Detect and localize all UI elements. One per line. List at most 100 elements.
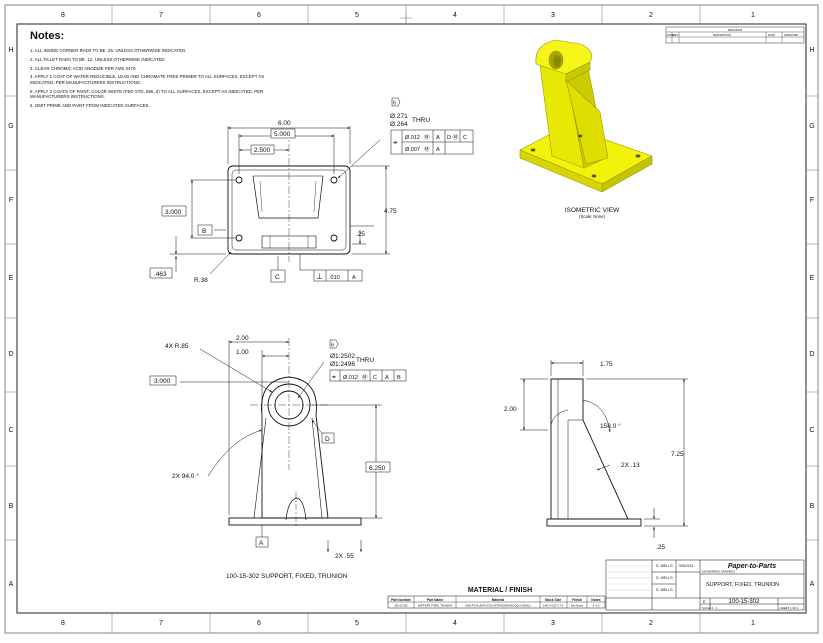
note-item: 6. OMIT PRIME AND PAINT FROM INDICATED S… [30,103,150,109]
checked-by: D. WELLS [656,576,673,580]
note-item: 5. APPLY 2 COATS OF PAINT, COLOR WHITE (… [30,88,264,100]
row-label: C [809,427,814,434]
zone-ticks [5,5,818,633]
datum-d: D [325,436,330,443]
fcf-datum: D Ⓜ [447,133,459,141]
iso-hole [635,154,641,158]
scale: SCALE 1 : 1 [702,606,718,610]
side-view-labels: 1.75 2.00 158.0 ° 7.25 2X .13 .25 [504,361,684,551]
front-view-outline [261,376,329,519]
material-cell: See Notes [571,604,584,608]
col-label: 8 [61,12,65,19]
col-label: 1 [751,12,755,19]
mount-hole [330,176,338,184]
iso-scale: (Scale: None) [579,214,605,219]
col-label: 1 [751,620,755,627]
dim-2x-13: 2X .13 [621,462,640,469]
row-label: D [8,351,13,358]
mount-hole [330,234,338,242]
fcf-tol: Ø.012 [343,375,358,381]
front-view-slot [285,497,307,521]
iso-head [535,39,592,75]
fcf-datum: A [385,375,389,381]
row-label: G [8,123,13,130]
dim-158: 158.0 ° [600,422,621,430]
front-view-base [228,517,362,526]
position-symbol: ⌖ [332,374,336,381]
dim-2-500: 2.500 [254,147,271,154]
perp-datum: A [352,275,356,281]
dim-7-25: 7.25 [671,451,684,458]
dim-3-000-front: 3.000 [154,378,171,385]
notes-block: Notes: 1. ALL INSIDE CORNER RADII TO BE … [30,30,270,112]
row-label: B [9,503,14,510]
company-name: Paper-to-Parts [728,563,776,570]
col-label: 7 [159,620,163,627]
material-cell: 5.00 X 6.00 X 7.5 [543,604,564,608]
fcf-datum: A [436,135,440,141]
note-item: 1. ALL INSIDE CORNER RADII TO BE .25, UN… [30,48,187,53]
drawn-date: 9/25/2013 [679,564,693,568]
front-view-labels: 4X R.85 2.00 1.00 3.000 6.250 2X 94.0 ° … [149,335,407,580]
fcf-datum: C [463,135,467,141]
material-header: Finish [572,598,582,602]
rev-header: REV [673,33,679,37]
bore-position-fcf [329,369,407,382]
material-cell: SUPPORT, FIXED, TRUNION [418,604,453,608]
datum-b: B [202,228,206,235]
top-view-labels: 6.00 5.000 2.500 3.000 4.75 .25 .463 R.3… [149,97,474,284]
iso-hole [577,134,583,138]
fcf-mod: Ⓜ [362,373,368,381]
col-label: 3 [551,12,555,19]
row-label: D [809,351,814,358]
col-label: 4 [453,12,457,19]
material-cell: 6061-T6 ALUM PLATE (ASTM-B209/AMS-QQ-A-2… [465,604,530,608]
dim-2-00: 2.00 [236,335,249,342]
hole-thru: THRU [412,117,430,124]
dim-2x-94: 2X 94.0 ° [172,472,199,480]
title-block [605,559,805,611]
dim-r38: R.38 [194,277,208,284]
rev-header: DATE [768,33,775,37]
fcf-tol: Ø.007 [405,147,420,153]
iso-base-side [601,155,653,193]
approved-by: D. WELLS [656,588,673,592]
dim-2x-55: 2X .55 [335,553,354,560]
mount-hole [235,234,243,242]
material-cell: 3, 4, 5 [592,604,600,608]
iso-hole [530,148,536,152]
top-view [170,126,390,275]
fcf-datum: C [373,375,377,381]
dim-6-00: 6.00 [278,120,291,127]
front-view [180,338,382,552]
drawing-number: 100-15-302 [729,599,760,605]
material-header: Material [492,598,505,602]
col-label: 2 [649,620,653,627]
col-label: 6 [257,12,261,19]
fcf-mod: Ⓜ [424,133,430,141]
col-label: 6 [257,620,261,627]
dim-4-75: 4.75 [384,208,397,215]
material-cell: 100-15-302 [394,604,408,608]
note-flag-6: 6 [393,101,396,107]
sheet-number: SHEET 1 OF 1 [780,606,799,610]
dim-25-side: .25 [656,544,665,551]
note-item: 3. CLEAR CHROMIC ACID ANODIZE PER AMS 24… [30,65,137,71]
drawn-by: D. WELLS [656,564,673,568]
material-header: Stock Size [545,598,562,602]
rev-header: APPROVED [784,33,799,37]
row-label: A [810,581,815,588]
note-item: 2. ALL FILLET RADII TO BE .12, UNLESS OT… [30,56,166,62]
material-title: MATERIAL / FINISH [468,587,532,594]
notes-list: 1. ALL INSIDE CORNER RADII TO BE .25, UN… [30,48,270,109]
material-header: Notes [591,598,600,602]
dim-1-75: 1.75 [600,361,613,368]
note-item: 4. APPLY 1 COAT OF WATER REDUCIBLE, LEAD… [30,74,265,85]
drawing-title: SUPPORT, FIXED, TRUNION [706,582,779,588]
fcf-tol: Ø.012 [405,135,420,141]
col-label: 3 [551,620,555,627]
perpendicularity-fcf [313,269,363,282]
col-label: 4 [453,620,457,627]
row-label: C [8,427,13,434]
